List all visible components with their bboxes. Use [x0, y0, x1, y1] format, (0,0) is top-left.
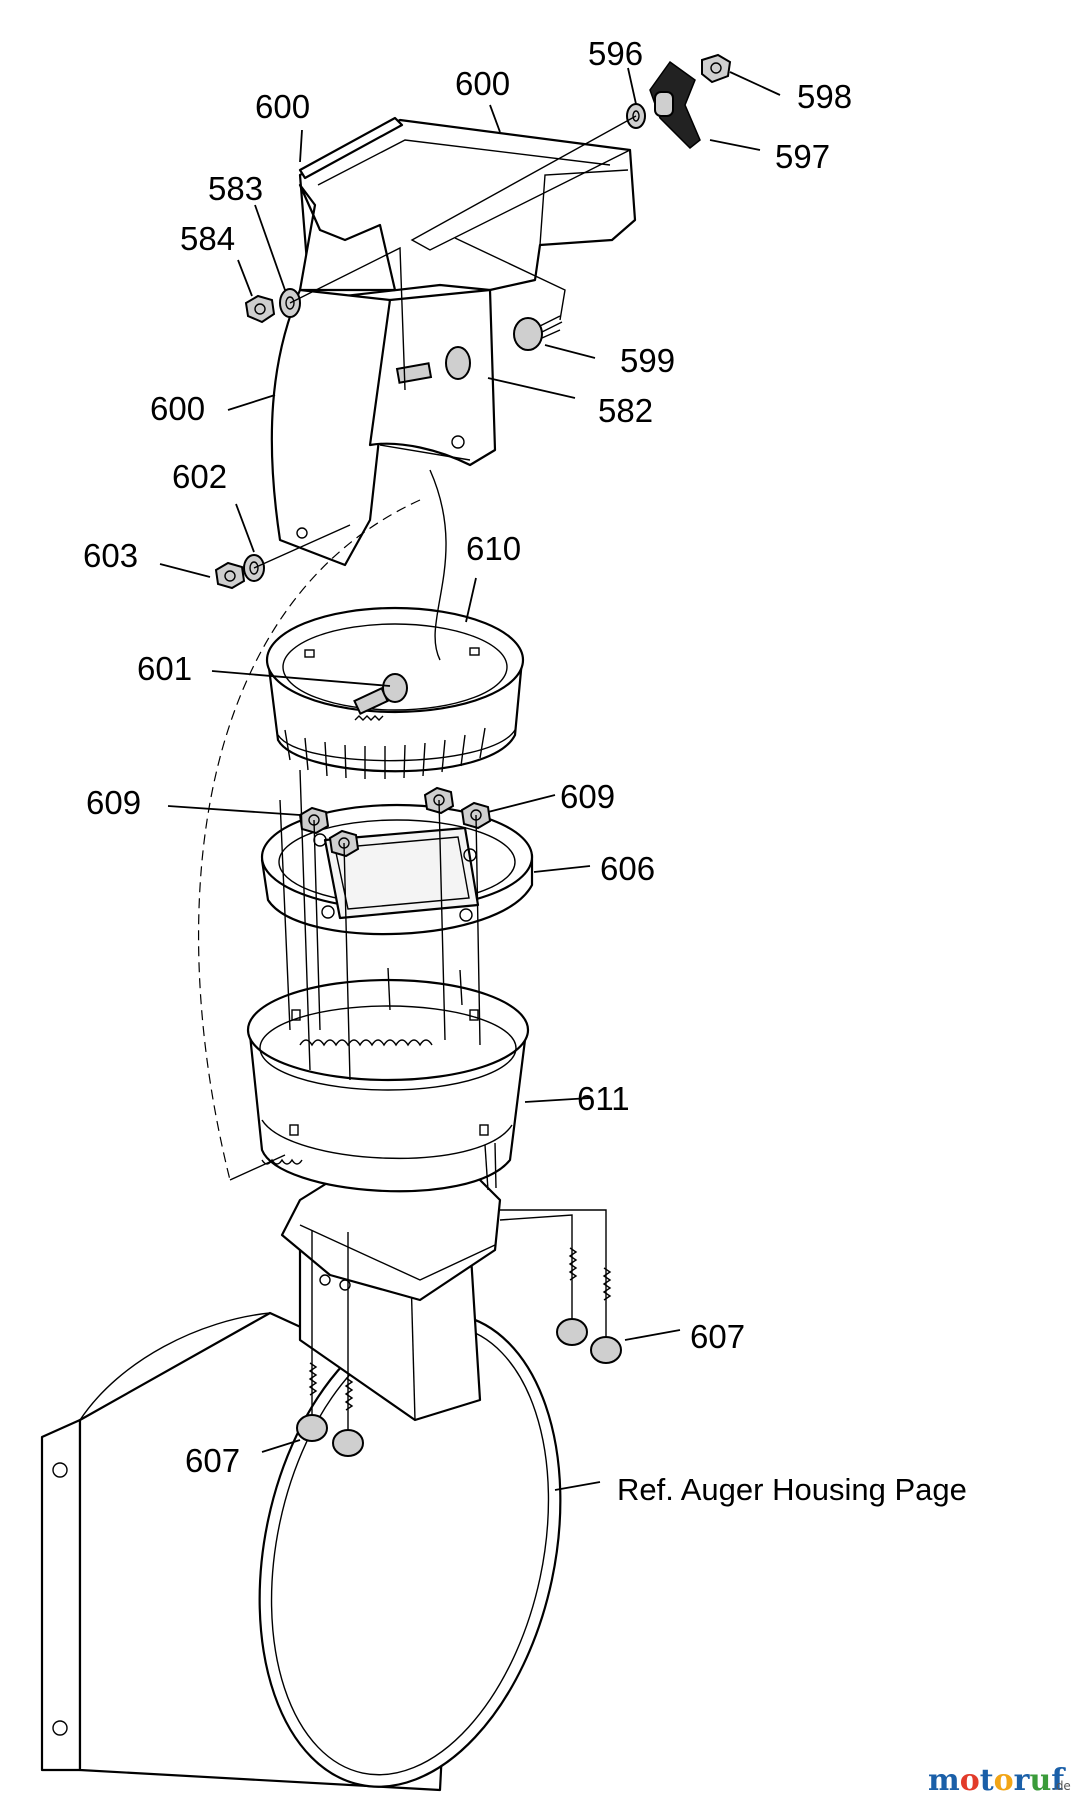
label-582: 582	[598, 392, 653, 429]
label-600-body: 600	[150, 390, 205, 427]
part-598-nut	[701, 53, 732, 84]
label-611: 611	[577, 1080, 630, 1117]
watermark-logo: motoruf .de	[928, 1763, 1071, 1798]
label-609-right: 609	[560, 778, 615, 815]
part-610-upper-ring	[265, 606, 525, 779]
part-609-nuts	[298, 786, 492, 858]
label-607-right: 607	[690, 1318, 745, 1355]
leader-lines	[159, 67, 781, 1491]
label-600-left: 600	[255, 88, 310, 125]
label-607-left: 607	[185, 1442, 240, 1479]
part-606-plate	[260, 803, 534, 936]
label-597: 597	[775, 138, 830, 175]
label-602: 602	[172, 458, 227, 495]
part-600-upper-chute	[270, 116, 637, 567]
label-583: 583	[208, 170, 263, 207]
label-606: 606	[600, 850, 655, 887]
label-598: 598	[797, 78, 852, 115]
svg-text:motoruf: motoruf	[928, 1763, 1066, 1798]
callout-labels: 600 600 600 596 598 597 583 584 599 582 …	[83, 35, 967, 1507]
label-ref-auger-housing: Ref. Auger Housing Page	[617, 1472, 967, 1507]
label-603: 603	[83, 537, 138, 574]
svg-text:.de: .de	[1052, 1779, 1071, 1793]
part-601-bolt	[353, 673, 408, 721]
auger-housing-reference	[40, 1311, 562, 1792]
part-611-lower-ring	[246, 978, 530, 1193]
part-603-nut	[214, 561, 246, 590]
part-582-bolt	[395, 346, 471, 384]
label-584: 584	[180, 220, 235, 257]
label-601: 601	[137, 650, 192, 687]
alignment-lines	[198, 115, 637, 1430]
part-597-lever	[649, 60, 701, 150]
label-600-top: 600	[455, 65, 510, 102]
lower-chute-base	[280, 1168, 502, 1422]
part-599-bolt	[513, 315, 563, 351]
label-609-left: 609	[86, 784, 141, 821]
part-607-screws-right	[556, 1247, 622, 1364]
label-599: 599	[620, 342, 675, 379]
part-584-nut	[244, 294, 276, 324]
label-596: 596	[588, 35, 643, 72]
label-610: 610	[466, 530, 521, 567]
